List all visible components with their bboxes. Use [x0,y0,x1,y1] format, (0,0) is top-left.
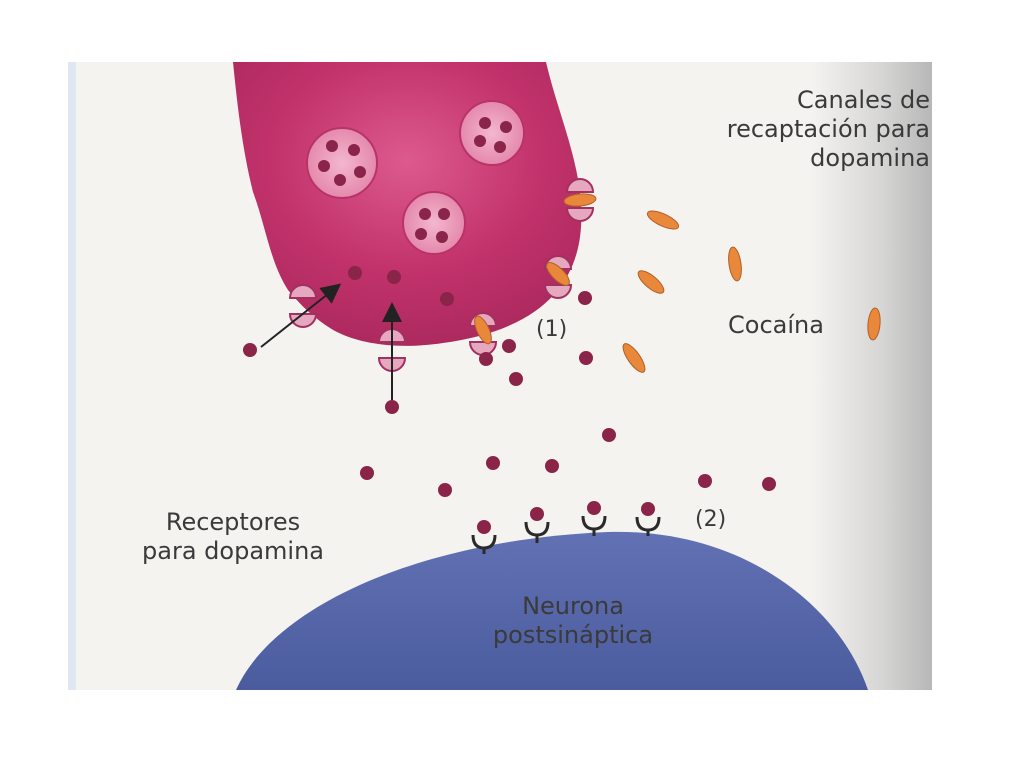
reuptake-arrow [260,283,342,348]
dopamine-molecule [762,477,776,491]
reuptake-channel [565,178,595,222]
dopamine-molecule [602,428,616,442]
vesicle [459,100,525,166]
cocaine-label: Cocaína [728,311,824,339]
marker-two-label: (2) [695,507,727,532]
dopamine-receptor [635,502,661,536]
dopamine-molecule [348,266,362,280]
cocaine-molecule [646,210,680,230]
dopamine-molecule [438,483,452,497]
receptors-label: Receptores para dopamina [108,508,358,566]
dopamine-molecule [579,351,593,365]
cocaine-molecule [474,315,492,345]
dopamine-molecule [385,400,399,414]
cocaine-molecule [728,246,742,282]
dopamine-receptor [471,520,497,554]
diagram-artwork [233,62,881,690]
label-line: Canales de [797,86,930,114]
marker-one-label: (1) [536,317,568,342]
dopamine-molecule [387,270,401,284]
dopamine-molecule [360,466,374,480]
dopamine-receptor [524,507,550,543]
cocaine-legend-icon [867,307,881,341]
label-line: recaptación para [726,115,930,143]
dopamine-molecules [243,266,776,497]
dopamine-molecule [578,291,592,305]
cocaine-molecule [563,193,597,207]
dopamine-molecule [698,474,712,488]
label-line: para dopamina [142,537,324,565]
cocaine-molecule [546,262,570,286]
label-line: Neurona [522,592,624,620]
reuptake-channels-label: Canales de recaptación para dopamina [668,86,930,173]
synapse-diagram: Canales de recaptación para dopamina Coc… [68,62,932,690]
dopamine-molecule [440,292,454,306]
cocaine-molecule [622,343,646,373]
label-line: dopamina [810,144,930,172]
page-shadow [812,62,932,690]
dopamine-molecule [545,459,559,473]
dopamine-molecule [243,343,257,357]
reuptake-channel [288,284,318,328]
dopamine-molecule [479,352,493,366]
dopamine-molecule [509,372,523,386]
scan-edge [68,62,76,690]
postsynaptic-neuron [236,531,868,690]
dopamine-molecule [502,339,516,353]
label-line: Receptores [165,508,301,536]
vesicle [402,191,466,255]
label-line: postsináptica [492,621,654,649]
dopamine-molecule [486,456,500,470]
postsynaptic-neuron-label: Neurona postsináptica [458,592,688,650]
vesicle [306,127,378,199]
dopamine-receptor [581,501,607,536]
cocaine-molecule [637,270,665,294]
presynaptic-terminal [233,62,582,346]
